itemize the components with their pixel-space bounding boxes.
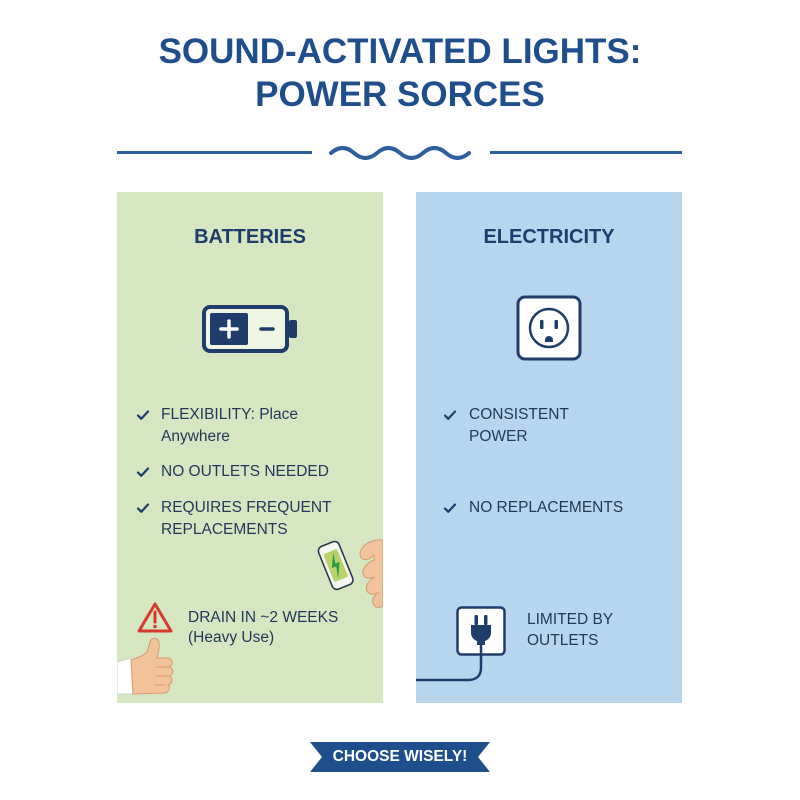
check-icon [443,503,457,513]
list-item-text: FLEXIBILITY: Place Anywhere [161,404,298,448]
warning-line: (Heavy Use) [188,629,275,646]
check-icon [136,467,150,477]
list-item-text: NO REPLACEMENTS [469,497,623,519]
divider-line-right [490,151,682,154]
title-line-2: POWER SORCES [255,75,545,114]
hand-holding-charging-phone-icon [317,539,383,608]
sleeve-cuff [117,657,134,695]
banner-label: CHOOSE WISELY! [332,748,468,765]
list-item-line: POWER [469,428,528,445]
hand-icon [359,539,383,608]
list-item-text: CONSISTENT POWER [469,404,569,448]
electricity-panel: ELECTRICITY CONSISTENT POWER NO REPLACEM… [416,192,682,703]
limitation-note: LIMITED BY OUTLETS [527,609,613,651]
check-icon [136,410,150,420]
list-item-text: NO OUTLETS NEEDED [161,461,329,483]
list-item-text: REQUIRES FREQUENT REPLACEMENTS [161,497,332,541]
list-item-line: REQUIRES FREQUENT [161,499,332,516]
cord [416,645,483,682]
list-item-line: CONSISTENT [469,406,569,423]
electricity-heading: ELECTRICITY [483,226,615,248]
batteries-panel: BATTERIES FLEXIBILITY: Place Anywhere NO… [117,192,383,703]
warning-icon [137,602,173,633]
limitation-line: LIMITED BY [527,611,614,628]
ribbon-shape [310,742,490,772]
list-item-line: REPLACEMENTS [161,521,288,538]
check-icon [136,503,150,513]
warning-note: DRAIN IN ~2 WEEKS (Heavy Use) [188,608,338,648]
charging-phone-icon [317,540,354,591]
lightning-icon [331,552,340,579]
divider-line-left [117,151,312,154]
limitation-line: OUTLETS [527,632,599,649]
warning-line: DRAIN IN ~2 WEEKS [188,609,339,626]
wave-divider-icon [329,146,471,160]
title-line-1: SOUND-ACTIVATED LIGHTS: [158,32,642,71]
battery-icon [202,305,297,353]
plus-icon [219,319,239,339]
plug-icon [416,606,506,682]
page-title: SOUND-ACTIVATED LIGHTS: POWER SORCES [0,30,800,116]
batteries-heading: BATTERIES [194,226,306,248]
list-item-line: FLEXIBILITY: Place [161,406,298,423]
outlet-icon [516,295,582,361]
check-icon [443,410,457,420]
thumbs-up-icon [117,637,174,695]
list-item-line: NO OUTLETS NEEDED [161,463,329,480]
choose-wisely-banner: CHOOSE WISELY! [308,740,492,774]
list-item-line: Anywhere [161,428,230,445]
list-item-line: NO REPLACEMENTS [469,499,624,516]
